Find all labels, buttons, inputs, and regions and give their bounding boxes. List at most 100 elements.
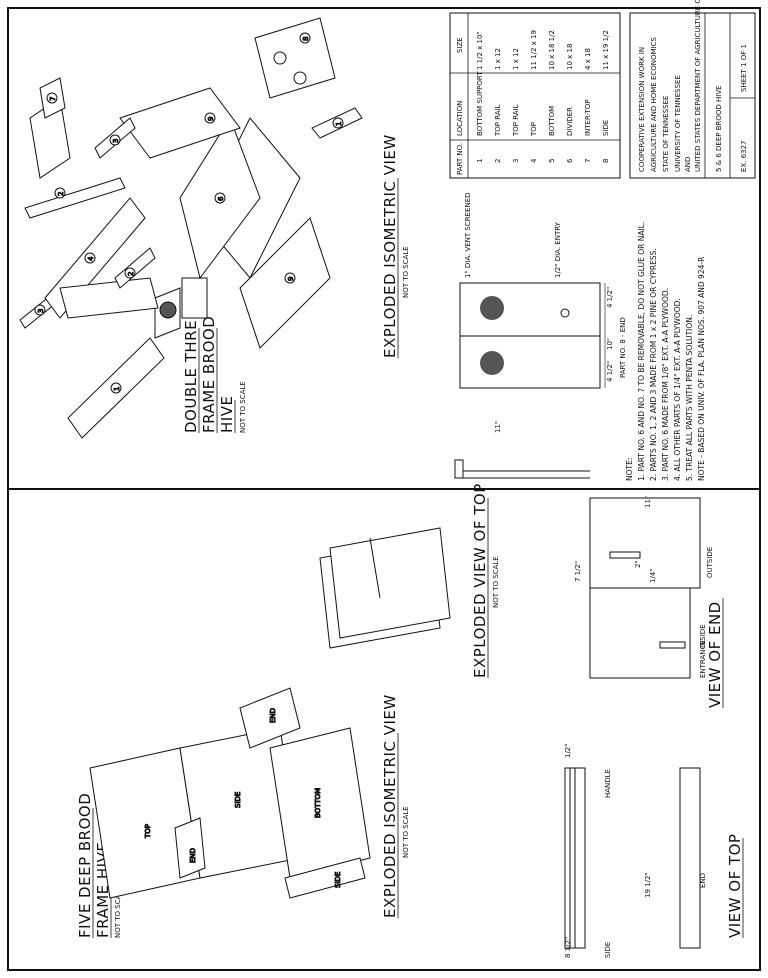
notes-block: NOTE: 1. PART NO. 6 AND NO. 7 TO BE REMO… <box>625 222 706 481</box>
part-side-9 <box>239 217 331 349</box>
svg-text:BOTTOM: BOTTOM <box>548 106 556 136</box>
five-hive-panel: FIVE DEEP BROOD FRAME HIVE NOT TO SCALE … <box>76 483 744 958</box>
five-hive-exploded-parts: TOP SIDE BOTTOM SIDE END END <box>89 687 371 899</box>
title-line-1: COOPERATIVE EXTENSION WORK IN <box>638 47 646 172</box>
view-of-top: VIEW OF TOP SIDE END HANDLE 19 1/2" 8 1/… <box>564 744 744 959</box>
svg-text:BOTTOM: BOTTOM <box>314 788 322 818</box>
svg-text:4 x 18: 4 x 18 <box>584 48 592 70</box>
entry-hole <box>560 308 570 318</box>
five-hive-scale-note: NOT TO SCALE <box>114 886 122 938</box>
table-row: 2 TOP RAIL 1 x 12 <box>494 48 502 163</box>
view-end-outside: OUTSIDE <box>706 547 714 578</box>
double-hive-title-3: HIVE <box>218 396 236 433</box>
svg-text:1 x 12: 1 x 12 <box>494 48 502 70</box>
end-detail-right: 4 1/2" <box>606 287 614 308</box>
parts-table: PART NO. LOCATION SIZE 1 BOTTOM SUPPORT … <box>449 12 621 179</box>
svg-text:6: 6 <box>217 196 225 201</box>
view-of-top-title: VIEW OF TOP <box>726 834 744 938</box>
table-header-part: PART NO. <box>456 143 464 175</box>
svg-text:4: 4 <box>87 256 95 261</box>
svg-text:SIDE: SIDE <box>234 792 242 808</box>
view-end-dim-quarter: 1/4" <box>649 569 657 584</box>
table-row: 3 TOP RAIL 1 x 12 <box>512 48 520 163</box>
end-detail-vent: 1" DIA. VENT SCREENED <box>464 192 472 278</box>
view-top-dim-8: 8 1/2" <box>564 937 572 958</box>
table-row: 7 INTER-TOP 4 x 18 <box>584 48 592 163</box>
table-row: 6 DIVIDER 10 x 18 <box>566 44 574 163</box>
part-8-end-upper <box>254 17 336 99</box>
svg-text:4: 4 <box>530 158 538 163</box>
vent-screen-upper <box>480 296 504 320</box>
svg-text:1: 1 <box>113 387 121 391</box>
svg-text:8: 8 <box>602 159 610 163</box>
svg-text:11 1/2 x 19: 11 1/2 x 19 <box>530 30 538 70</box>
double-hive-title-2: FRAME BROOD <box>200 316 218 433</box>
five-hive-exploded-title: EXPLODED ISOMETRIC VIEW <box>381 694 399 918</box>
svg-text:END: END <box>189 848 197 863</box>
five-hive-end-2 <box>239 687 301 749</box>
end-detail-width: 10" <box>606 338 614 350</box>
double-hive-title-1: DOUBLE THREE <box>182 310 200 433</box>
view-end-dim-7: 7 1/2" <box>574 561 582 582</box>
view-end-dim-11: 11" <box>644 496 652 508</box>
five-hive-side-2 <box>284 857 366 899</box>
svg-text:1 x 12: 1 x 12 <box>512 48 520 70</box>
svg-text:10 x 18 1/2: 10 x 18 1/2 <box>548 30 556 70</box>
svg-text:TOP RAIL: TOP RAIL <box>494 104 502 137</box>
five-hive-exploded-note: NOT TO SCALE <box>402 806 410 858</box>
svg-text:TOP: TOP <box>144 824 152 839</box>
svg-text:7: 7 <box>584 159 592 163</box>
title-line-3: STATE OF TENNESSEE <box>662 96 670 172</box>
view-end-dim-2: 2" <box>634 560 642 568</box>
view-top-handle: HANDLE <box>604 769 612 798</box>
svg-text:TOP: TOP <box>530 122 538 137</box>
part-8-end-detail: PART NO. 8 - END 1" DIA. VENT SCREENED 1… <box>459 192 627 389</box>
svg-text:1: 1 <box>335 122 343 126</box>
exploded-top-title: EXPLODED VIEW OF TOP <box>471 483 489 678</box>
note-4: 4. ALL OTHER PARTS OF 1/4" EXT. A-A PLYW… <box>673 298 682 481</box>
svg-text:9: 9 <box>287 277 295 281</box>
view-top-end: END <box>699 873 707 888</box>
section-profile: 11" <box>454 421 590 479</box>
svg-text:6: 6 <box>566 158 574 163</box>
notes-title: NOTE: <box>625 458 634 481</box>
drawing-title: 5 & 6 DEEP BROOD HIVE <box>715 85 723 172</box>
table-header-location: LOCATION <box>456 101 464 136</box>
view-top-dim-19: 19 1/2" <box>644 872 652 898</box>
note-2: 2. PARTS NO. 1, 2 AND 3 MADE FROM 1 x 2 … <box>649 248 658 481</box>
exploded-top-note: NOT TO SCALE <box>492 556 500 608</box>
view-end-inside: INSIDE <box>699 624 707 648</box>
title-line-5: AND <box>684 157 692 172</box>
svg-text:TOP RAIL: TOP RAIL <box>512 104 520 137</box>
table-row: 8 SIDE 11 x 19 1/2 <box>602 30 610 163</box>
section-dim-11: 11" <box>494 421 502 433</box>
svg-text:END: END <box>269 708 277 723</box>
double-hive-exploded-note: NOT TO SCALE <box>402 246 410 298</box>
end-detail-entry: 1/2" DIA. ENTRY <box>554 221 562 278</box>
view-of-end-title: VIEW OF END <box>706 601 724 708</box>
part-1-callout <box>110 382 122 394</box>
double-hive-exploded-parts: 1 3 4 5 6 9 9 8 1 <box>19 17 363 439</box>
svg-text:3: 3 <box>512 159 520 163</box>
svg-text:1: 1 <box>476 159 484 163</box>
note-3: 3. PART NO. 6 MADE FROM 1/8" EXT. A-A PL… <box>661 288 670 481</box>
double-hive-scale-note: NOT TO SCALE <box>239 381 247 433</box>
view-top-dim-side: 1/2" <box>564 744 572 759</box>
svg-text:DIVIDER: DIVIDER <box>566 107 574 136</box>
svg-text:3: 3 <box>37 309 45 313</box>
title-line-4: UNIVERSITY OF TENNESSEE <box>674 75 682 172</box>
double-hive-exploded-title: EXPLODED ISOMETRIC VIEW <box>381 134 399 358</box>
drawing-number: EX. 6327 <box>740 141 748 172</box>
title-line-6: UNITED STATES DEPARTMENT OF AGRICULTURE … <box>694 0 702 172</box>
five-hive-title-1: FIVE DEEP BROOD <box>76 793 94 938</box>
svg-text:11 x 19 1/2: 11 x 19 1/2 <box>602 30 610 70</box>
table-row: 4 TOP 11 1/2 x 19 <box>530 30 538 163</box>
svg-text:1 1/2 x 10": 1 1/2 x 10" <box>476 31 484 70</box>
title-line-2: AGRICULTURE AND HOME ECONOMICS <box>650 36 658 172</box>
note-1: 1. PART NO. 6 AND NO. 7 TO BE REMOVABLE,… <box>637 222 646 481</box>
table-header-size: SIZE <box>456 37 464 53</box>
end-detail-caption: PART NO. 8 - END <box>619 317 627 378</box>
